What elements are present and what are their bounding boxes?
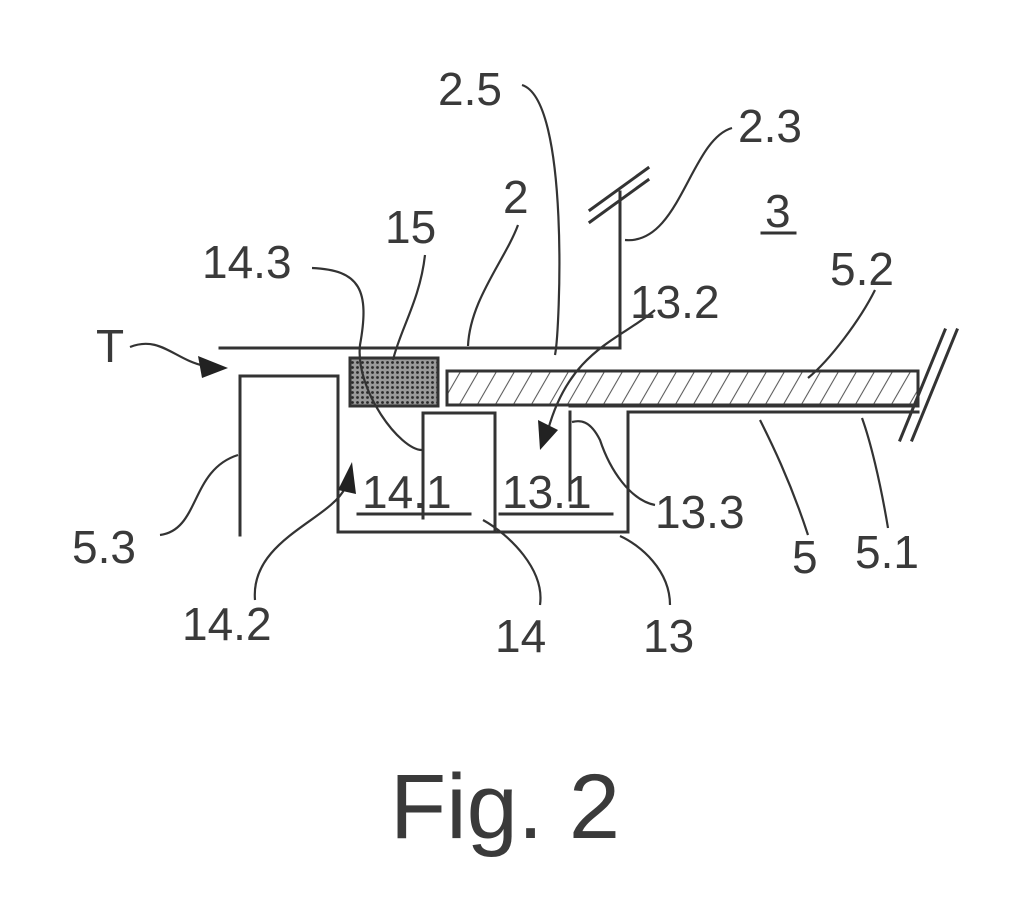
label-2: 2 xyxy=(503,171,529,223)
arrow-14-2 xyxy=(253,487,346,601)
arrow-13-2 xyxy=(546,309,656,431)
arrow-T xyxy=(129,342,206,368)
label-T: T xyxy=(96,320,124,372)
break-mark-5-b xyxy=(910,328,959,442)
label-2-3: 2.3 xyxy=(738,100,802,152)
leader-2-3 xyxy=(624,126,733,242)
label-14-2: 14.2 xyxy=(182,598,272,650)
label-13-2: 13.2 xyxy=(630,276,720,328)
leader-15 xyxy=(391,254,427,361)
label-14-3: 14.3 xyxy=(202,236,292,288)
label-13-1: 13.1 xyxy=(502,466,592,518)
leader-5-2 xyxy=(807,289,876,379)
leader-13-3 xyxy=(571,420,656,507)
label-14: 14 xyxy=(495,610,546,662)
label-2-5: 2.5 xyxy=(438,63,502,115)
label-13-3: 13.3 xyxy=(655,486,745,538)
figure-caption: Fig. 2 xyxy=(390,756,620,858)
arrow-14-2-head xyxy=(338,462,356,494)
label-5-3: 5.3 xyxy=(72,521,136,573)
arrow-13-2-head xyxy=(538,420,558,450)
leader-5-1 xyxy=(860,417,890,529)
label-15: 15 xyxy=(385,201,436,253)
label-5: 5 xyxy=(792,531,818,583)
label-13: 13 xyxy=(643,610,694,662)
break-mark-2-3-b xyxy=(587,177,651,225)
label-3: 3 xyxy=(765,185,791,237)
break-mark-2-3-a xyxy=(587,165,651,213)
wall-2 xyxy=(218,190,622,350)
plate-5-2 xyxy=(445,369,920,407)
element-5-3 xyxy=(238,374,920,537)
label-5-1: 5.1 xyxy=(855,526,919,578)
leader-2 xyxy=(466,224,520,347)
label-5-2: 5.2 xyxy=(830,243,894,295)
chamber-14-wall xyxy=(421,411,497,534)
filter-15 xyxy=(348,356,440,408)
leader-14-3 xyxy=(311,266,423,452)
label-14-1: 14.1 xyxy=(362,466,452,518)
leader-14 xyxy=(482,519,542,606)
arrow-T-head xyxy=(198,356,228,378)
leader-13 xyxy=(619,534,672,606)
break-mark-5-a xyxy=(898,328,947,442)
leader-5-3 xyxy=(159,453,239,537)
leader-5 xyxy=(759,419,810,536)
leader-2-5 xyxy=(521,83,561,356)
